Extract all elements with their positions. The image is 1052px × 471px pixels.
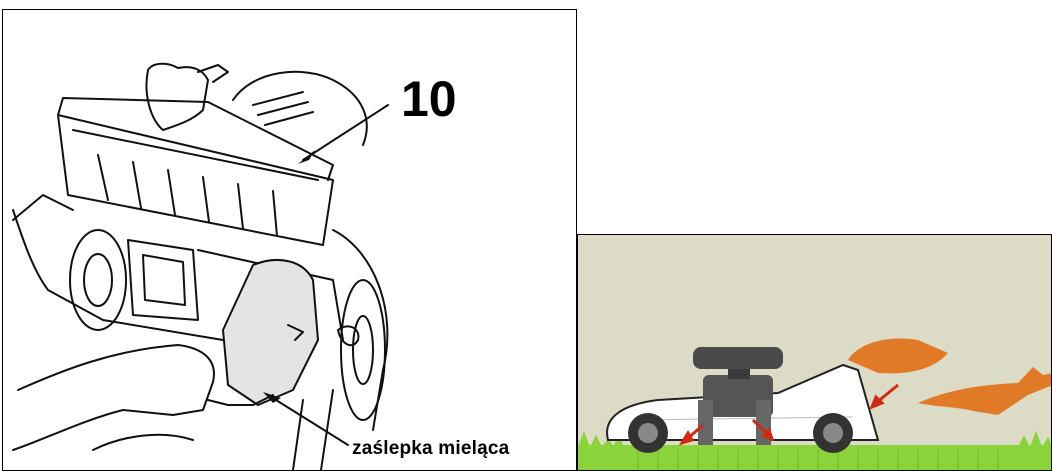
part-number-label: 10: [401, 70, 457, 128]
mulching-mower-graphic: [578, 235, 1052, 471]
engine-vents: [253, 92, 313, 125]
caption-callout-line: [268, 395, 348, 445]
upper-hand: [146, 64, 208, 130]
engine-cover: [693, 347, 783, 369]
lower-arm: [93, 435, 193, 450]
grass-clippings-shape: [918, 367, 1052, 415]
front-wheel-hub: [638, 423, 658, 443]
rear-flap-top-edge: [58, 98, 333, 180]
rear-wheel-hub: [823, 423, 843, 443]
rear-flap-handle-bar: [73, 130, 318, 180]
mulching-plug-orange: [848, 339, 948, 374]
callout-10-line: [303, 105, 388, 160]
grass-outlet-opening: [143, 255, 185, 305]
mulching-plug-illustration: 10 zaślepka mieląca: [2, 9, 577, 471]
grass-outlet-frame: [128, 240, 198, 320]
lawnmower-rear-line-drawing: [3, 10, 577, 471]
mower-handle-bars: [293, 390, 333, 470]
rear-wheel-left-hub: [84, 254, 112, 306]
mulching-mower-side-view: [577, 234, 1052, 471]
blade-housing-left: [698, 400, 713, 445]
engine-neck: [728, 369, 750, 379]
lower-left-hand: [13, 345, 214, 450]
engine-cover-outline: [233, 72, 367, 145]
rear-wheel-left: [70, 230, 126, 330]
deck-left-latch: [13, 195, 73, 220]
rear-wheel-right-hub: [353, 316, 373, 384]
mulching-plug-caption: zaślepka mieląca: [352, 438, 509, 460]
